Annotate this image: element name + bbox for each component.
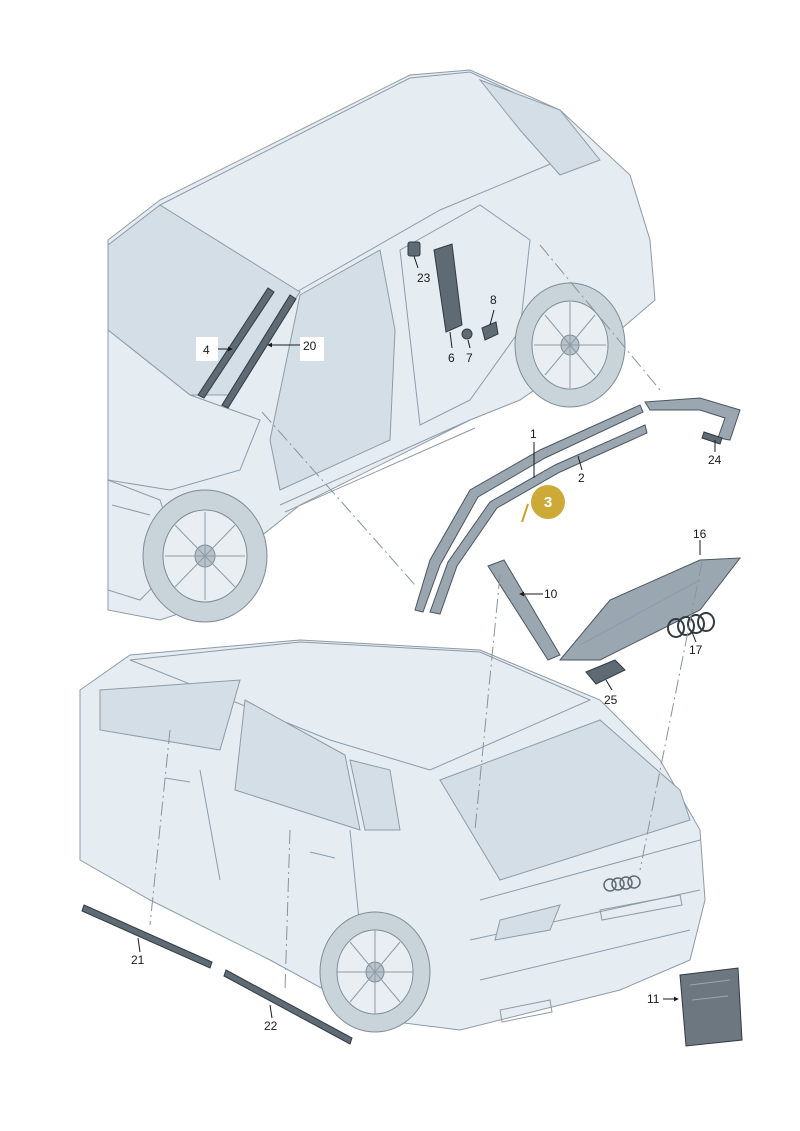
callout-leaders	[137, 255, 716, 1019]
film-packet	[679, 967, 743, 1047]
rear-wheel	[514, 282, 626, 408]
callout-4: 4	[203, 343, 210, 357]
callout-6: 6	[448, 351, 455, 365]
callout-7: 7	[466, 351, 473, 365]
callout-17: 17	[689, 643, 703, 657]
roof-trim-parts	[414, 397, 742, 685]
callout-24: 24	[708, 453, 722, 467]
callout-labels: 4 20 23 6 7 8 1 2 24 10 16 17 25 21 22 1…	[131, 271, 722, 1033]
callout-2: 2	[578, 471, 585, 485]
bottom-car-illustration	[79, 639, 706, 1033]
front-wheel	[142, 489, 268, 623]
top-car-illustration	[107, 69, 656, 623]
callout-20: 20	[303, 339, 317, 353]
sill-strips	[81, 904, 353, 1045]
callout-23: 23	[417, 271, 431, 285]
callout-25: 25	[604, 693, 618, 707]
highlight-callout-3[interactable]: 3	[531, 485, 565, 519]
assembly-lines	[149, 244, 703, 991]
bottom-rear-wheel	[319, 911, 431, 1033]
callout-21: 21	[131, 953, 145, 967]
callout-10: 10	[544, 587, 558, 601]
tailgate-logo	[603, 875, 641, 892]
rings-logo	[667, 612, 715, 638]
callout-11: 11	[647, 992, 660, 1006]
callout-16: 16	[693, 527, 707, 541]
callout-22: 22	[264, 1019, 278, 1033]
callout-1: 1	[530, 427, 537, 441]
callout-8: 8	[490, 293, 497, 307]
highlight-callout-3-label: 3	[544, 494, 552, 511]
